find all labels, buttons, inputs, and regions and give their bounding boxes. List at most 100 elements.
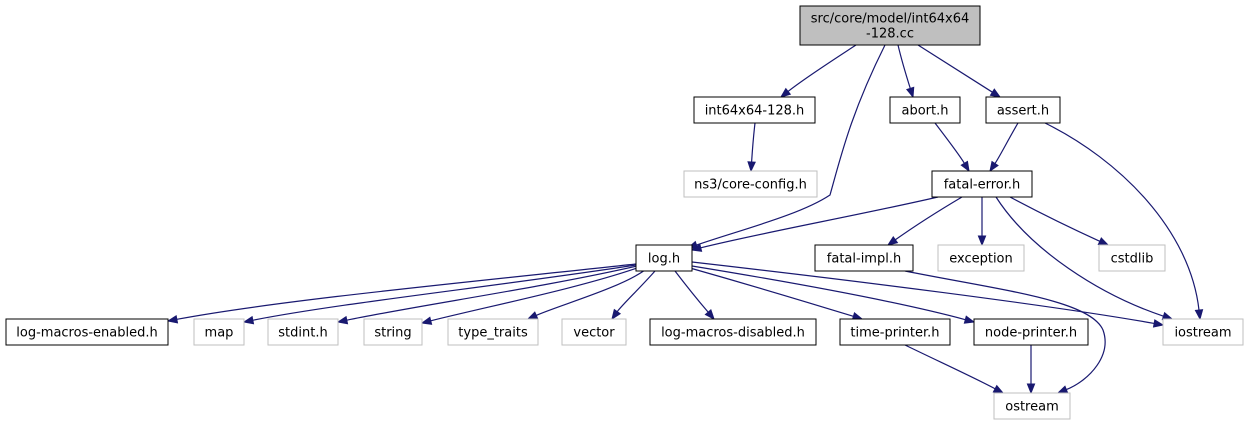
node-label: log-macros-disabled.h [661,326,805,341]
edge-log-h-to-vector [611,270,656,321]
edge-root-to-assert-h [917,44,1002,98]
node-label: int64x64-128.h [705,104,805,119]
arrowhead-icon [1097,237,1110,246]
node-time-printer-h[interactable]: time-printer.h [839,318,951,346]
edge-log-h-to-map [242,264,637,325]
edge-abort-h-to-fatal-error-h [934,122,970,173]
edge-line [696,44,886,246]
edge-line [1009,196,1101,242]
node-label: abort.h [902,104,949,119]
arrowhead-icon [963,315,976,324]
arrowhead-icon [420,316,433,325]
edge-log-h-to-log-macros-enabled-h [166,263,637,324]
node-box [363,318,423,346]
node-exception[interactable]: exception [937,244,1025,272]
edge-root-to-log-h [686,44,886,249]
node-log-macros-enabled-h[interactable]: log-macros-enabled.h [5,318,169,346]
arrowhead-icon [1194,309,1204,321]
node-box [814,244,914,272]
edge-fatal-error-h-to-log-h [690,196,939,252]
edge-line [536,269,646,316]
node-cstdlib[interactable]: cstdlib [1098,244,1166,272]
edge-line [430,266,641,322]
edge-line [995,196,1164,317]
edge-log-h-to-node-printer-h [691,265,976,324]
node-label: map [205,326,234,341]
edge-line [689,267,854,317]
edge-line [904,344,996,390]
arrowhead-icon [526,311,539,320]
node-string[interactable]: string [363,318,423,346]
arrowhead-icon [611,308,622,321]
edge-assert-h-to-fatal-error-h [989,122,1019,173]
node-box [799,5,981,46]
node-fatal-error-h[interactable]: fatal-error.h [931,170,1033,198]
node-node-printer-h[interactable]: node-printer.h [973,318,1089,346]
arrowhead-icon [1056,385,1069,394]
edge-line [700,196,939,249]
edge-assert-h-to-iostream [1044,122,1204,321]
node-label: node-printer.h [985,326,1077,341]
node-map[interactable]: map [193,318,245,346]
arrowhead-icon [977,235,987,247]
arrowhead-icon [690,243,703,252]
node-box [447,318,539,346]
edge-log-h-to-string [420,266,641,325]
edge-log-h-to-stdint-h [336,265,638,325]
edge-line [252,264,637,321]
node-box [889,96,961,124]
arrowhead-icon [166,314,179,324]
edge-line [917,44,993,93]
edge-line [751,122,756,163]
node-label: stdint.h [278,326,327,341]
edge-line [691,265,966,321]
edge-log-h-to-time-printer-h [689,267,864,321]
arrowhead-icon [1152,319,1165,328]
node-stdint-h[interactable]: stdint.h [267,318,339,346]
node-iostream[interactable]: iostream [1162,318,1244,346]
arrowhead-icon [960,160,970,173]
node-box [267,318,339,346]
node-label: cstdlib [1111,252,1154,267]
node-int64x64-128-h[interactable]: int64x64-128.h [693,96,816,124]
node-root[interactable]: src/core/model/int64x64-128.cc [799,5,981,46]
edge-line [934,122,965,164]
edge-line [1044,122,1200,311]
arrowhead-icon [906,86,915,99]
node-ns3-core-config-h[interactable]: ns3/core-config.h [683,170,818,198]
node-label: time-printer.h [850,326,939,341]
arrowhead-icon [989,88,1002,98]
node-label: vector [573,326,615,341]
node-type-traits[interactable]: type_traits [447,318,539,346]
edge-line [176,263,637,320]
edge-line [346,265,638,321]
node-assert-h[interactable]: assert.h [985,96,1061,124]
node-label: src/core/model/int64x64 [811,12,969,27]
edge-root-to-abort-h [897,44,915,99]
node-log-h[interactable]: log.h [635,244,693,272]
node-ostream[interactable]: ostream [993,392,1071,420]
node-label: log-macros-enabled.h [16,326,157,341]
node-label: type_traits [458,326,528,341]
node-fatal-impl-h[interactable]: fatal-impl.h [814,244,914,272]
node-abort-h[interactable]: abort.h [889,96,961,124]
node-vector[interactable]: vector [561,318,627,346]
node-box [1162,318,1244,346]
node-log-macros-disabled-h[interactable]: log-macros-disabled.h [649,318,817,346]
node-label: fatal-error.h [944,178,1021,193]
edge-root-to-int64x64-128-h [779,44,857,98]
edge-time-printer-h-to-ostream [904,344,1005,394]
edge-fatal-error-h-to-exception [977,196,987,247]
arrowhead-icon [992,384,1005,394]
node-box [635,244,693,272]
node-box [973,318,1089,346]
edge-line [904,270,1106,391]
node-label: fatal-impl.h [827,252,901,267]
node-box [561,318,627,346]
arrowhead-icon [886,235,899,246]
edge-line [894,196,963,241]
node-label: -128.cc [866,27,914,42]
arrowhead-icon [704,308,715,321]
arrowhead-icon [336,315,349,325]
